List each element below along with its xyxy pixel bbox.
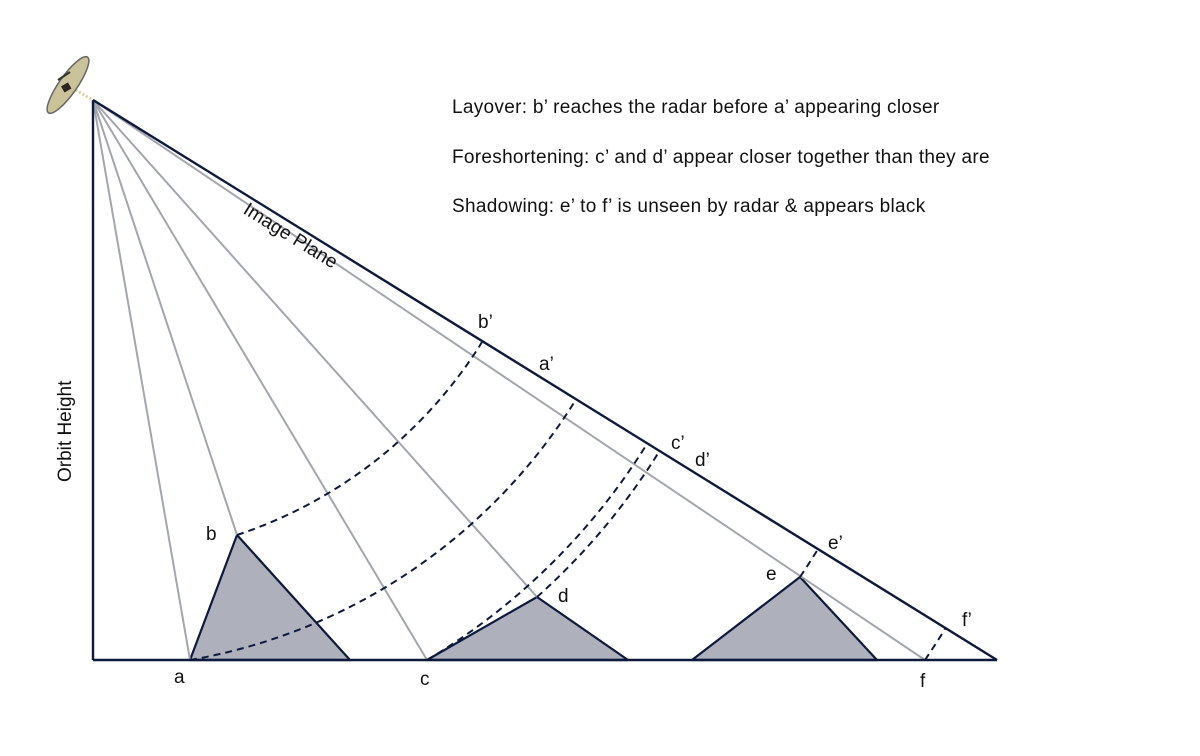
image-plane-line <box>92 98 998 662</box>
point-c-prime-label: c’ <box>671 433 685 454</box>
range-arc-e <box>799 548 819 578</box>
range-arc-a <box>189 398 577 661</box>
radar-ray-a <box>92 99 191 661</box>
point-a-label: a <box>174 667 185 688</box>
range-arc-f <box>924 627 947 661</box>
range-arc-b <box>236 340 484 536</box>
radar-ray-b <box>92 99 238 536</box>
radar-ray-c <box>92 99 428 661</box>
point-d-label: d <box>558 586 569 607</box>
point-e-prime-label: e’ <box>828 533 843 554</box>
shadowing-note: Shadowing: e’ to f’ is unseen by radar &… <box>452 196 926 217</box>
point-c-label: c <box>420 669 430 690</box>
point-b-label: b <box>206 524 217 545</box>
radar-ray-f <box>92 99 926 661</box>
radar-ray-d <box>92 99 538 598</box>
point-f-label: f <box>920 671 926 692</box>
foreshortening-note: Foreshortening: c’ and d’ appear closer … <box>452 147 990 168</box>
point-e-label: e <box>766 564 777 585</box>
point-d-prime-label: d’ <box>695 450 710 471</box>
orbit-height-label: Orbit Height <box>55 380 76 482</box>
point-a-prime-label: a’ <box>539 354 554 375</box>
range-arc-d <box>536 450 661 598</box>
point-f-prime-label: f’ <box>962 610 972 631</box>
point-b-prime-label: b’ <box>478 312 493 333</box>
layover-note: Layover: b’ reaches the radar before a’ … <box>452 97 940 118</box>
mountain-3 <box>690 575 879 662</box>
mountain-2 <box>425 595 630 662</box>
range-arc-c <box>426 442 649 661</box>
mountain-1 <box>188 533 352 662</box>
satellite-icon <box>46 55 94 115</box>
